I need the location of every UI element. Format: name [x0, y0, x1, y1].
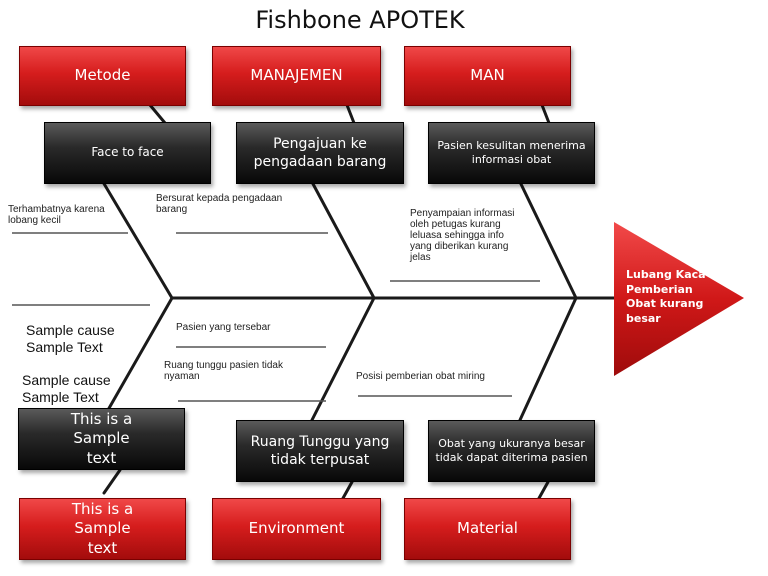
- note-penyampaian: Penyampaian informasi oleh petugas kuran…: [410, 208, 515, 263]
- category-environment: Environment: [212, 498, 381, 560]
- note-terhambat: Terhambatnya karena lobang kecil: [8, 204, 105, 226]
- sample-cause-2: Sample cause Sample Text: [22, 372, 111, 405]
- cause-pengajuan: Pengajuan ke pengadaan barang: [236, 122, 404, 184]
- rib-metode: [101, 180, 174, 300]
- link-metode: [148, 103, 167, 125]
- note-pasien-tersebar: Pasien yang tersebar: [176, 322, 271, 333]
- cause-pasien-kesulitan: Pasien kesulitan menerima informasi obat: [428, 122, 595, 184]
- link-man: [540, 103, 551, 125]
- diagram-title: Fishbone APOTEK: [255, 6, 465, 34]
- rib-manajemen: [310, 180, 376, 300]
- category-material: Material: [404, 498, 571, 560]
- rib-environment: [310, 296, 376, 422]
- cause-sample-text: This is a Sample text: [18, 408, 185, 470]
- category-man: MAN: [404, 46, 571, 106]
- rib-material: [518, 296, 578, 422]
- cause-obat-ukuran: Obat yang ukuranya besar tidak dapat dit…: [428, 420, 595, 482]
- sample-cause-1: Sample cause Sample Text: [26, 322, 115, 355]
- category-sample-text: This is a Sample text: [19, 498, 186, 560]
- category-metode: Metode: [19, 46, 186, 106]
- link-sample-bottom: [102, 468, 122, 495]
- link-manajemen: [345, 103, 356, 125]
- cause-ruang-tunggu: Ruang Tunggu yang tidak terpusat: [236, 420, 404, 482]
- rib-man: [518, 180, 578, 300]
- category-manajemen: MANAJEMEN: [212, 46, 381, 106]
- effect-label: Lubang Kaca Pemberian Obat kurang besar: [626, 268, 706, 325]
- note-posisi: Posisi pemberian obat miring: [356, 371, 485, 382]
- cause-face-to-face: Face to face: [44, 122, 211, 184]
- link-material: [536, 480, 550, 502]
- note-ruang-tunggu: Ruang tunggu pasien tidak nyaman: [164, 360, 283, 382]
- link-environment: [340, 480, 354, 502]
- rib-sample-bottom: [106, 296, 174, 412]
- note-bersurat: Bersurat kepada pengadaan barang: [156, 193, 283, 215]
- effect-head: [614, 222, 744, 376]
